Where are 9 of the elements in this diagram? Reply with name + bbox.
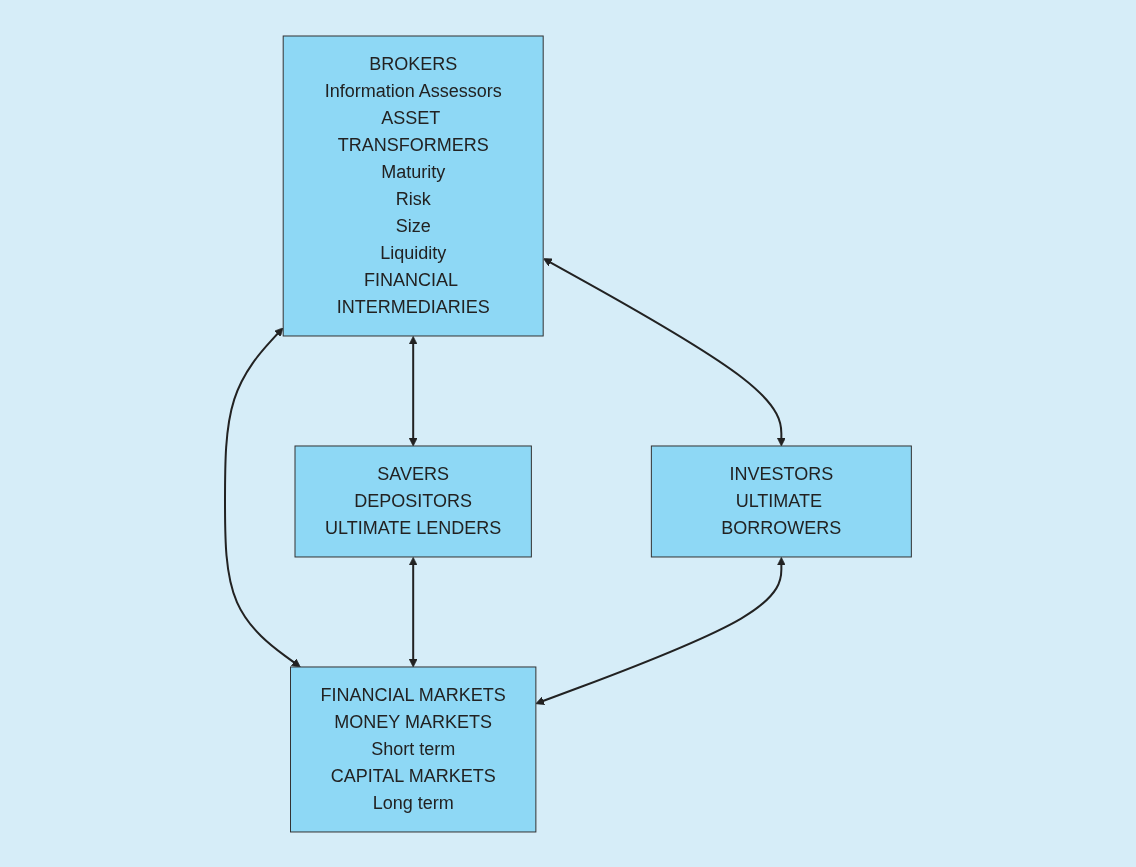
node-box: BROKERS Information Assessors ASSET TRANSFORMERS Maturity Risk Size Liquidity FINANCIAL INTERMEDIARIES — [282, 35, 544, 336]
arrow — [408, 556, 418, 667]
arrow — [223, 327, 301, 667]
arrow — [535, 556, 786, 705]
arrow — [542, 257, 786, 446]
node-box: SAVERS DEPOSITORS ULTIMATE LENDERS — [294, 445, 532, 557]
arrow — [408, 335, 418, 446]
node-box: FINANCIAL MARKETS MONEY MARKETS Short term CAPITAL MARKETS Long term — [289, 666, 537, 832]
node-box: INVESTORS ULTIMATE BORROWERS — [650, 445, 912, 557]
